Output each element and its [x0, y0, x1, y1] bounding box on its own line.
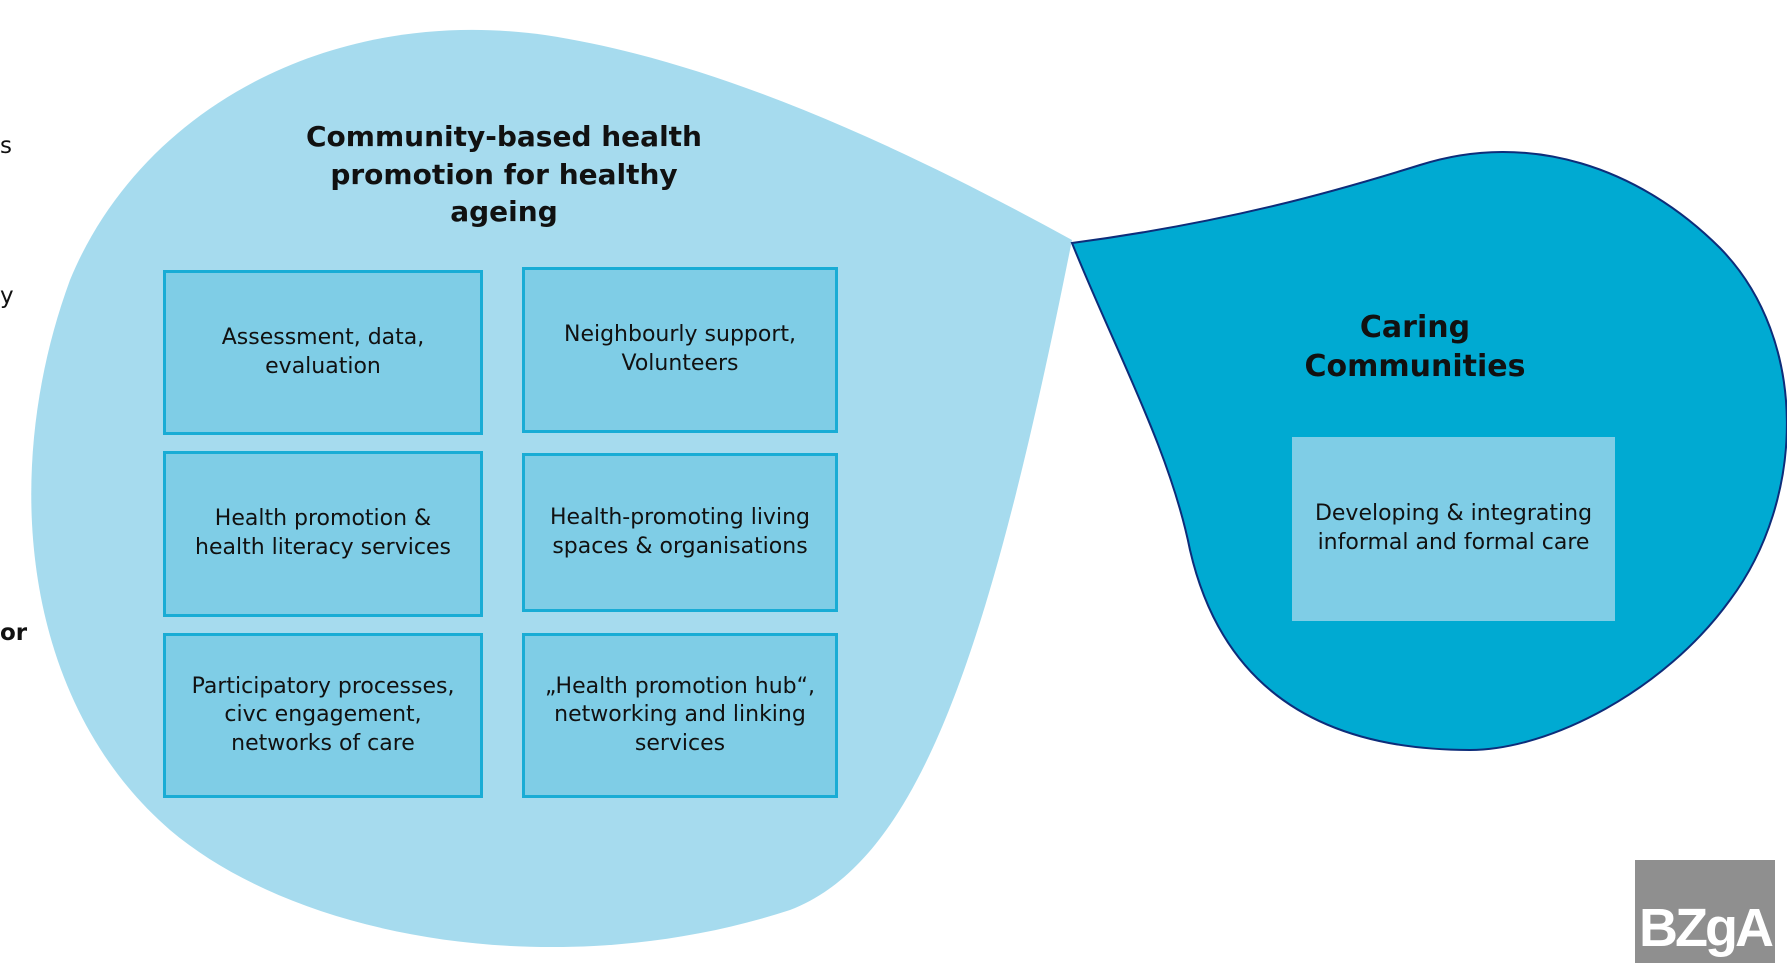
bzga-logo: BZgA [1635, 860, 1775, 963]
box-neighbourly-support: Neighbourly support, Volunteers [522, 267, 838, 433]
box-assessment-label: Assessment, data, evaluation [221, 324, 425, 379]
edge-fragment-2: y [0, 283, 14, 309]
box-assessment: Assessment, data, evaluation [163, 270, 483, 435]
box-participatory-processes: Participatory processes, civc engagement… [163, 633, 483, 798]
box-health-promotion-hub-label: „Health promotion hub“, networking and l… [544, 673, 816, 756]
box-neighbourly-support-label: Neighbourly support, Volunteers [563, 322, 796, 376]
box-health-literacy-label: Health promotion & health literacy servi… [195, 506, 451, 560]
box-living-spaces: Health-promoting living spaces & organis… [522, 453, 838, 612]
bzga-logo-text: BZgA [1639, 898, 1774, 958]
box-living-spaces-label: Health-promoting living spaces & organis… [550, 504, 810, 559]
box-care-integration-label: Developing & integrating informal and fo… [1314, 501, 1593, 555]
edge-fragment-1: s [0, 133, 12, 159]
box-participatory-processes-label: Participatory processes, civc engagement… [191, 673, 455, 756]
box-health-literacy: Health promotion & health literacy servi… [163, 451, 483, 617]
right-bubble-title: Caring Communities [1304, 310, 1526, 384]
box-care-integration: Developing & integrating informal and fo… [1292, 437, 1615, 621]
box-health-promotion-hub: „Health promotion hub“, networking and l… [522, 633, 838, 798]
left-bubble-title: Community-based health promotion for hea… [306, 120, 702, 229]
edge-fragment-3: or [0, 620, 28, 646]
